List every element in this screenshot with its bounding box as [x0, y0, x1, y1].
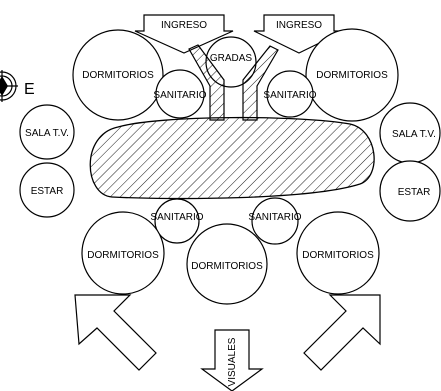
estar-right-label: ESTAR — [398, 187, 431, 198]
dormitorios-bottom-left-label: DORMITORIOS — [87, 250, 159, 261]
sanitario-bottom-right-label: SANITARIO — [248, 212, 301, 223]
gradas-label: GRADAS — [210, 53, 253, 64]
space-dormitorios-bottom-center: DORMITORIOS — [186, 223, 268, 305]
space-dormitorios-bottom-left: DORMITORIOS — [81, 211, 165, 295]
compass-east-label: E — [24, 81, 35, 98]
visuales-label: VISUALES — [227, 337, 238, 386]
space-sanitario-top-left: SANITARIO — [153, 69, 207, 119]
space-sanitario-top-right: SANITARIO — [263, 70, 317, 118]
dormitorios-top-left-label: DORMITORIOS — [82, 70, 154, 81]
central-hatched-area — [89, 116, 375, 200]
ingreso-arrow-left: INGRESO — [134, 14, 234, 54]
sanitario-top-right-label: SANITARIO — [263, 90, 316, 101]
dormitorios-bottom-right-label: DORMITORIOS — [302, 250, 374, 261]
sanitario-top-left-label: SANITARIO — [153, 90, 206, 101]
view-arrow-left — [74, 294, 157, 371]
view-arrow-right — [303, 294, 381, 371]
view-arrow-center: VISUALES — [200, 329, 264, 391]
space-estar-right: ESTAR — [379, 160, 441, 222]
space-sanitario-bottom-left: SANITARIO — [150, 198, 204, 244]
space-dormitorios-top-left: DORMITORIOS — [72, 29, 164, 121]
space-dormitorios-top-right: DORMITORIOS — [305, 28, 399, 122]
space-sala-tv-right: SALA T.V. — [379, 102, 441, 164]
compass-icon — [0, 70, 18, 102]
dormitorios-top-right-label: DORMITORIOS — [316, 70, 388, 81]
space-sanitario-bottom-right: SANITARIO — [248, 197, 302, 245]
sanitario-bottom-left-label: SANITARIO — [150, 212, 203, 223]
sala-tv-left-label: SALA T.V. — [25, 128, 69, 139]
ingreso-left-label: INGRESO — [161, 20, 207, 31]
sala-tv-right-label: SALA T.V. — [392, 129, 436, 140]
space-estar-left: ESTAR — [19, 162, 75, 218]
ingreso-right-label: INGRESO — [276, 20, 322, 31]
dormitorios-bottom-center-label: DORMITORIOS — [191, 261, 263, 272]
space-dormitorios-bottom-right: DORMITORIOS — [296, 211, 380, 295]
estar-left-label: ESTAR — [31, 186, 64, 197]
space-sala-tv-left: SALA T.V. — [19, 104, 75, 160]
